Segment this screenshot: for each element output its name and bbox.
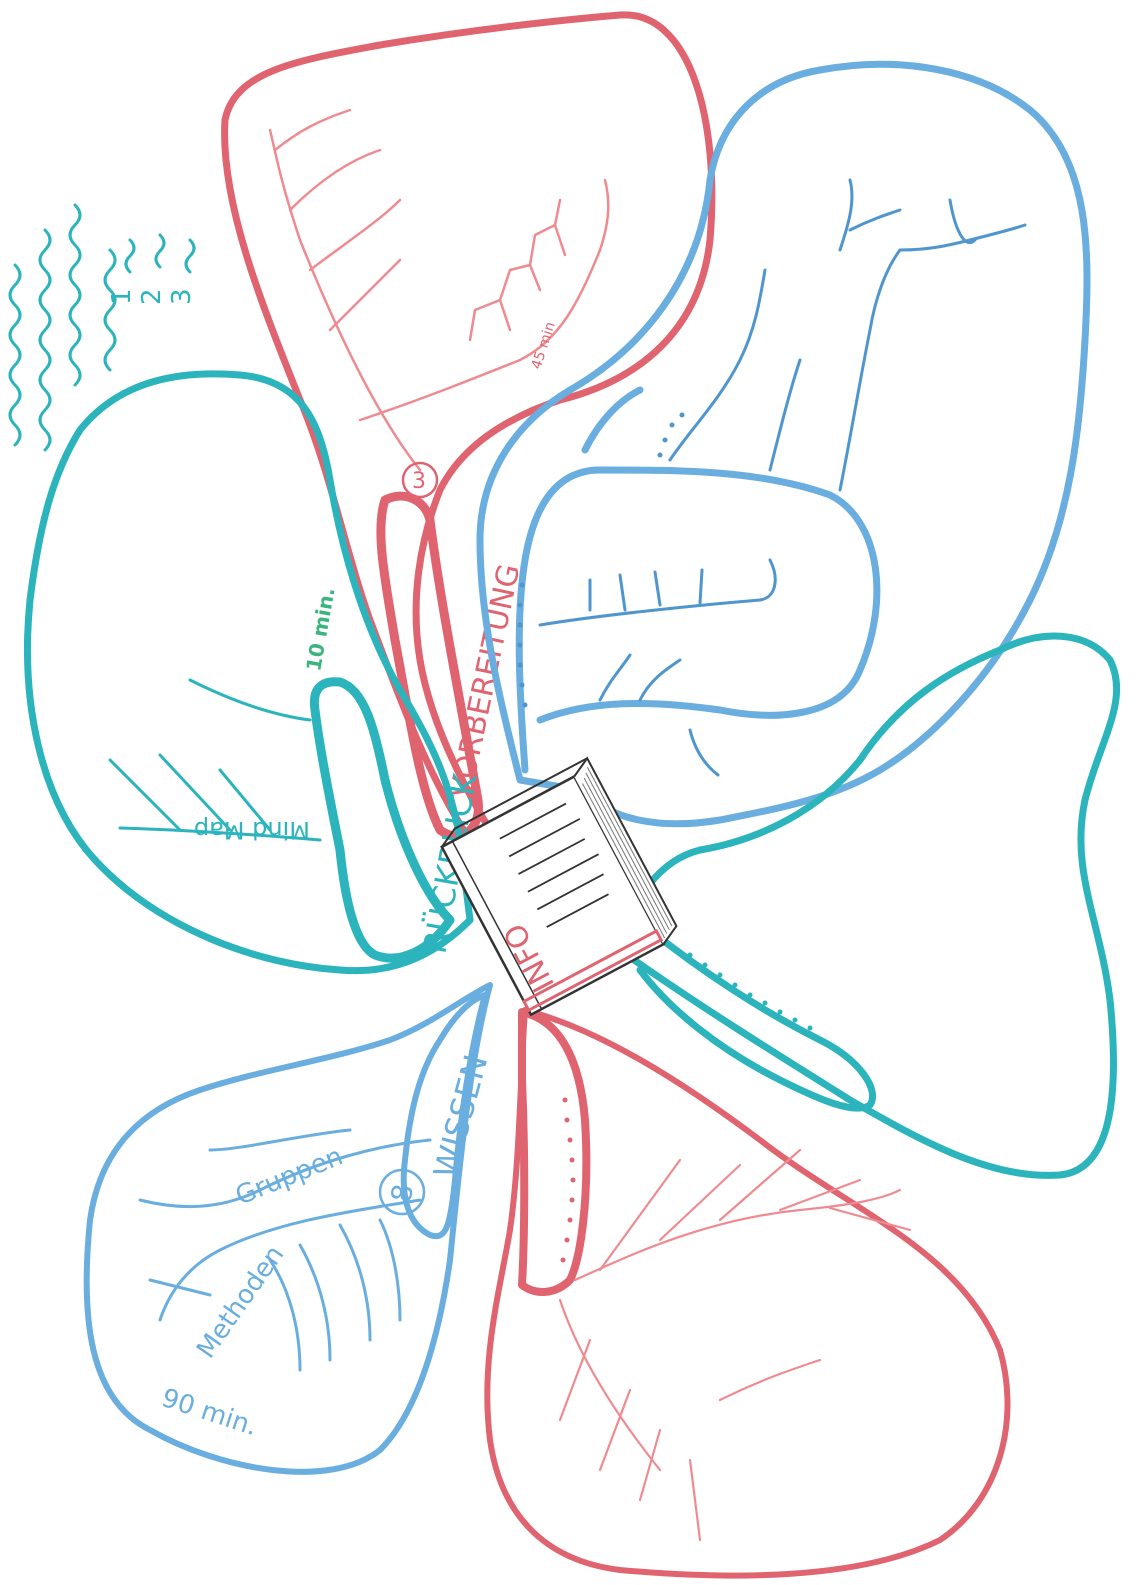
legend-item-2: 2 [137,288,167,305]
red-bottom-branch [487,1010,1007,1576]
wissen-branch: WISSEN 8 Gruppen Methoden 90 min. [87,985,496,1472]
rueckblick-time: 10 min. [301,586,339,673]
wissen-label: WISSEN [426,1051,495,1182]
vorbereitung-branch: VORBEREITUNG 3 45 min [225,15,712,840]
legend-numbers: 1 2 3 [107,288,197,305]
blue-top-right-branch [480,64,1087,823]
vorbereitung-sub-lines [270,110,608,470]
vorbereitung-time: 45 min [529,320,559,371]
red-bottom-inner-lobe [522,1012,586,1292]
vorbereitung-number: 3 [412,469,426,494]
red-bottom-petal-outline [487,1010,1007,1576]
teal-dotted-line [688,953,813,1031]
rueckblick-sub-mindmap: Mind Map [194,816,310,844]
wissen-sub-gruppen: Gruppen [231,1141,347,1211]
legend-item-3: 3 [167,288,197,305]
red-dotted-line [561,1098,576,1263]
wissen-time: 90 min. [158,1383,261,1442]
wissen-number: 8 [385,1182,421,1205]
blue-sub-lines [540,180,1025,775]
blue-upper-lobe-line [585,390,640,450]
blue-dotted-line [518,413,685,708]
legend-item-1: 1 [107,288,137,305]
rueckblick-sub-lines [110,680,320,840]
wavy-lines-decoration [10,205,194,450]
